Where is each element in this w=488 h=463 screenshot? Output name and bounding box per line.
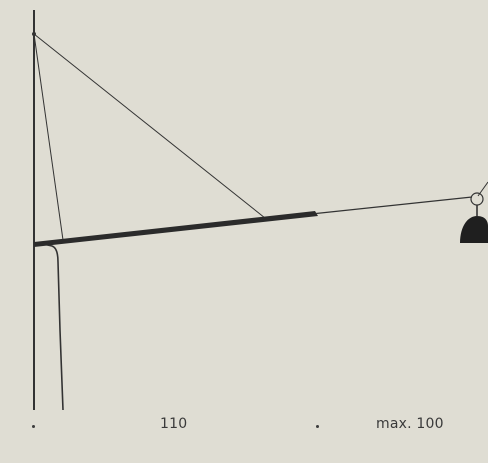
lamp-head <box>460 181 488 243</box>
power-cord <box>35 242 64 411</box>
height-dimension: max. 100 <box>376 416 444 432</box>
lamp-shade <box>460 216 488 243</box>
bullet-icon <box>316 425 319 428</box>
support-cable-short <box>33 33 64 241</box>
support-cable-long <box>33 33 266 219</box>
bullet-icon <box>32 425 35 428</box>
dimensions-row: 110 max. 100 <box>0 414 488 438</box>
cable-anchor <box>32 32 36 36</box>
arm-extension <box>315 196 473 215</box>
lamp-joint <box>470 192 484 206</box>
lamp-arm <box>34 211 318 247</box>
span-dimension: 110 <box>160 416 188 432</box>
